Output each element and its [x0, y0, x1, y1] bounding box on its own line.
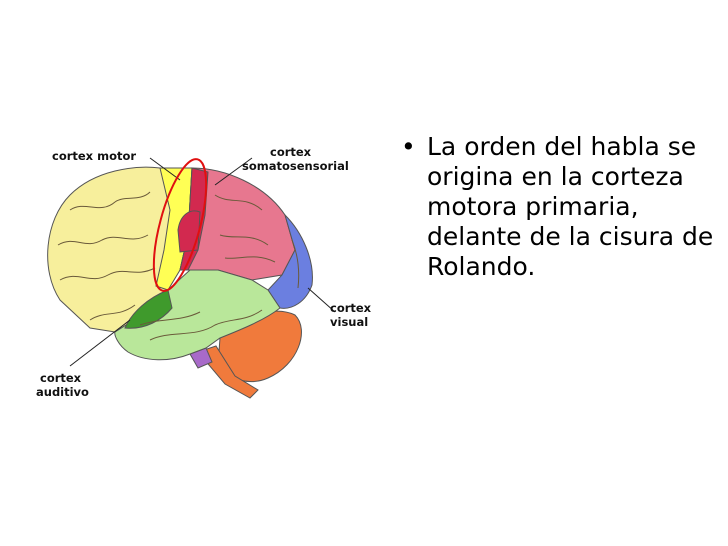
brain-stem-region	[197, 345, 259, 399]
bullet-list: • La orden del habla se origina en la co…	[395, 132, 715, 282]
bullet-text: La orden del habla se origina en la cort…	[427, 132, 714, 281]
label-somatosensorial-line2: somatosensorial	[242, 159, 349, 173]
label-auditivo-line2: auditivo	[36, 385, 89, 399]
label-visual-line2: visual	[330, 315, 369, 329]
bullet-marker: •	[401, 132, 416, 161]
auditory-cortex-region	[124, 289, 173, 329]
somatosensory-fold	[177, 210, 201, 253]
bullet-item: • La orden del habla se origina en la co…	[395, 132, 715, 282]
label-auditivo-line1: cortex	[40, 371, 82, 385]
label-cortex-motor: cortex motor	[52, 149, 137, 163]
brain-diagram: cortex motor cortex somatosensorial cort…	[30, 140, 385, 410]
label-pointers	[69, 157, 336, 367]
brain-illustration	[47, 157, 336, 399]
highlight-ellipse	[152, 158, 208, 292]
label-somatosensorial-line1: cortex	[270, 145, 312, 159]
label-visual-line1: cortex	[330, 301, 372, 315]
gyri-lines	[57, 191, 300, 341]
